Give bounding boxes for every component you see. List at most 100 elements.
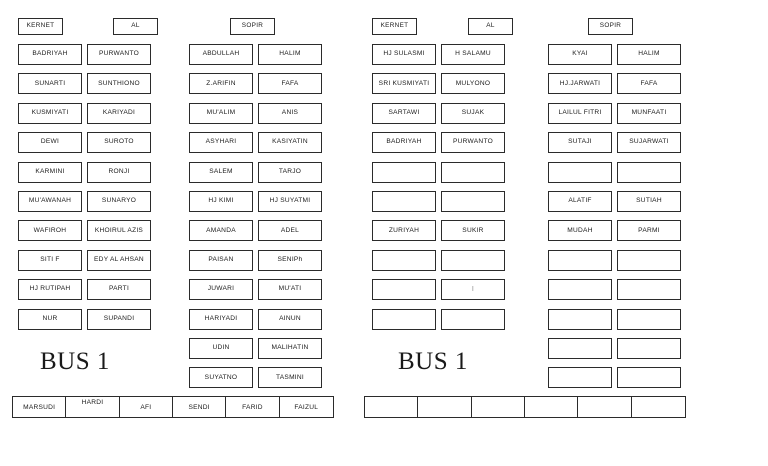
seat-box-empty[interactable] xyxy=(372,249,436,271)
seat-box-empty[interactable] xyxy=(441,191,505,212)
seat-box[interactable]: SUJARWATI xyxy=(617,132,681,154)
seat-box[interactable]: HALIM xyxy=(258,44,322,65)
seat-box[interactable]: MALIHATIN xyxy=(258,338,322,359)
seat-box[interactable]: SENIPh xyxy=(258,249,322,271)
seat-box[interactable]: UDIN xyxy=(189,338,253,359)
seat-box-empty[interactable] xyxy=(548,249,612,271)
seat-box-empty[interactable] xyxy=(372,308,436,330)
seat-box[interactable]: PARMI xyxy=(617,220,681,242)
seat-box[interactable]: SUNARTI xyxy=(18,73,82,95)
seat-box-empty[interactable] xyxy=(617,367,681,389)
seat-box[interactable]: MU'ATI xyxy=(258,279,322,301)
seat-box[interactable]: HJ SUYATMI xyxy=(258,191,322,212)
seat-box[interactable]: I xyxy=(441,279,505,301)
seat-box[interactable]: KARMINI xyxy=(18,161,82,183)
seat-box[interactable]: ADEL xyxy=(258,220,322,242)
seat-box[interactable]: SUYATNO xyxy=(189,367,253,389)
bench-cell-empty[interactable] xyxy=(472,397,525,417)
seat-box[interactable]: TASMINI xyxy=(258,367,322,389)
seat-box[interactable]: PARTI xyxy=(87,279,151,301)
seat-box[interactable]: PURWANTO xyxy=(87,44,151,65)
bench-cell[interactable]: FARID xyxy=(226,397,280,417)
bench-cell[interactable]: MARSUDI xyxy=(13,397,67,417)
seat-box-empty[interactable] xyxy=(617,308,681,330)
seat-box[interactable]: SUTAJI xyxy=(548,132,612,154)
seat-box[interactable]: KASIYATIN xyxy=(258,132,322,154)
seat-box[interactable]: MUNFAATI xyxy=(617,102,681,124)
seat-box[interactable]: BADRIYAH xyxy=(372,132,436,154)
bench-cell[interactable]: SENDI xyxy=(173,397,227,417)
seat-box-empty[interactable] xyxy=(372,161,436,183)
seat-box[interactable]: LAILUL FITRI xyxy=(548,102,612,124)
seat-box[interactable]: HALIM xyxy=(617,44,681,65)
seat-box[interactable]: SALEM xyxy=(189,161,253,183)
bench-cell-empty[interactable] xyxy=(418,397,472,417)
seat-box[interactable]: MU'ALIM xyxy=(189,102,253,124)
seat-box-empty[interactable] xyxy=(441,249,505,271)
seat-box-empty[interactable] xyxy=(548,308,612,330)
seat-box[interactable]: KHOIRUL AZIS xyxy=(87,220,151,242)
seat-box[interactable]: KUSMIYATI xyxy=(18,102,82,124)
seat-box[interactable]: FAFA xyxy=(258,73,322,95)
seat-box[interactable]: BADRIYAH xyxy=(18,44,82,65)
bench-cell[interactable]: HARDI xyxy=(66,397,120,417)
seat-box-empty[interactable] xyxy=(441,308,505,330)
seat-box[interactable]: AINUN xyxy=(258,308,322,330)
seat-box-empty[interactable] xyxy=(617,161,681,183)
seat-box[interactable]: MULYONO xyxy=(441,73,505,95)
seat-box[interactable]: PURWANTO xyxy=(441,132,505,154)
seat-box[interactable]: ZURIYAH xyxy=(372,220,436,242)
seat-box[interactable]: SUJAK xyxy=(441,102,505,124)
bench-cell[interactable]: FAIZUL xyxy=(294,403,319,411)
seat-box[interactable]: SUPANDI xyxy=(87,308,151,330)
bench-cell-empty[interactable] xyxy=(525,397,579,417)
seat-box-empty[interactable] xyxy=(372,279,436,301)
seat-box[interactable]: FAFA xyxy=(617,73,681,95)
seat-box[interactable]: SUKIR xyxy=(441,220,505,242)
seat-box[interactable]: EDY AL AHSAN xyxy=(87,249,151,271)
seat-box[interactable]: HJ KIMI xyxy=(189,191,253,212)
bench-cell[interactable]: AFI xyxy=(120,397,173,417)
seat-box[interactable]: KARIYADI xyxy=(87,102,151,124)
seat-box[interactable]: MU'AWANAH xyxy=(18,191,82,212)
seat-box[interactable]: HJ SULASMI xyxy=(372,44,436,65)
seat-box-empty[interactable] xyxy=(548,279,612,301)
seat-box-empty[interactable] xyxy=(617,249,681,271)
seat-box[interactable]: SUTIAH xyxy=(617,191,681,212)
seat-box[interactable]: DEWI xyxy=(18,132,82,154)
seat-box[interactable]: SUNARYO xyxy=(87,191,151,212)
bench-cell-empty[interactable] xyxy=(578,397,632,417)
seat-box[interactable]: PAISAN xyxy=(189,249,253,271)
seat-box[interactable]: RONJI xyxy=(87,161,151,183)
seat-box[interactable]: SUNTHIONO xyxy=(87,73,151,95)
seat-box[interactable]: SUROTO xyxy=(87,132,151,154)
seat-box[interactable]: ASYHARI xyxy=(189,132,253,154)
seat-box[interactable]: JUWARI xyxy=(189,279,253,301)
seat-box[interactable]: NUR xyxy=(18,308,82,330)
seat-box[interactable]: SITI F xyxy=(18,249,82,271)
seat-box-empty[interactable] xyxy=(372,191,436,212)
bench-cell-empty[interactable] xyxy=(632,397,685,417)
seat-box[interactable]: MUDAH xyxy=(548,220,612,242)
seat-box[interactable]: H SALAMU xyxy=(441,44,505,65)
seat-box[interactable]: HARIYADI xyxy=(189,308,253,330)
seat-box[interactable]: HJ RUTIPAH xyxy=(18,279,82,301)
seat-box[interactable]: ANIS xyxy=(258,102,322,124)
seat-box-empty[interactable] xyxy=(617,338,681,359)
seat-box[interactable]: ALATIF xyxy=(548,191,612,212)
seat-box-empty[interactable] xyxy=(548,367,612,389)
seat-box-empty[interactable] xyxy=(548,338,612,359)
seat-box[interactable]: SRI KUSMIYATI xyxy=(372,73,436,95)
seat-box[interactable]: TARJO xyxy=(258,161,322,183)
seat-box[interactable]: HJ.JARWATI xyxy=(548,73,612,95)
seat-box[interactable]: ABDULLAH xyxy=(189,44,253,65)
seat-box[interactable]: WAFIROH xyxy=(18,220,82,242)
seat-box-empty[interactable] xyxy=(441,161,505,183)
seat-box[interactable]: AMANDA xyxy=(189,220,253,242)
seat-box[interactable]: Z.ARIFIN xyxy=(189,73,253,95)
seat-box[interactable]: SARTAWI xyxy=(372,102,436,124)
seat-box-empty[interactable] xyxy=(617,279,681,301)
seat-box-empty[interactable] xyxy=(548,161,612,183)
seat-box[interactable]: KYAI xyxy=(548,44,612,65)
bench-cell-empty[interactable] xyxy=(365,397,419,417)
